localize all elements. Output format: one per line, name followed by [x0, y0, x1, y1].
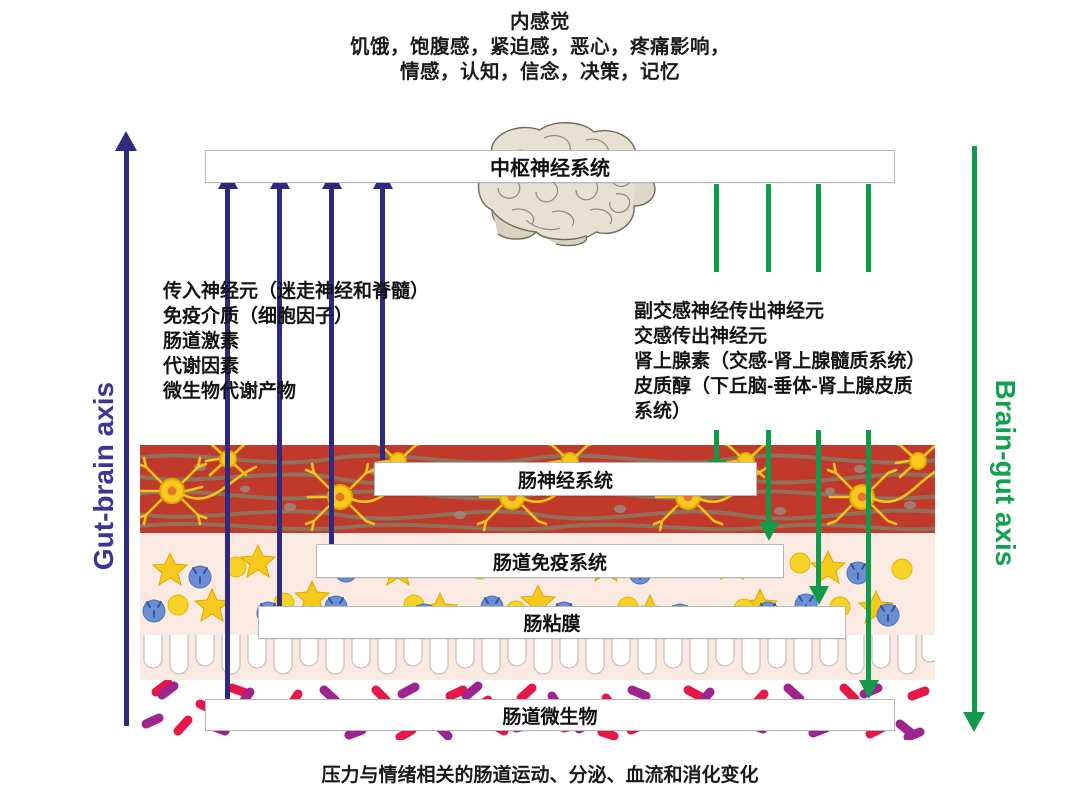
afferent-line-1: 传入神经元（迷走神经和脊髓）	[163, 281, 430, 302]
efferent-arrowhead-3-icon	[809, 586, 829, 605]
efferent-line-2: 交感传出神经元	[634, 326, 768, 347]
efferent-arrow-shaft-4-lower	[866, 430, 871, 682]
brain-gut-axis-arrowhead-icon	[963, 712, 985, 732]
afferent-arrow-shaft-3	[329, 188, 334, 546]
efferent-arrow-shaft-4-upper	[866, 184, 871, 272]
efferent-arrowhead-2-icon	[759, 522, 779, 541]
efferent-line-5: 系统）	[634, 401, 692, 422]
afferent-arrow-shaft-4	[380, 188, 385, 460]
brain-illustration-icon	[477, 122, 656, 247]
gut-mucosa-label-box: 肠粘膜	[258, 606, 846, 639]
efferent-arrow-shaft-1-upper	[714, 184, 719, 272]
efferent-signals-annotation: 副交感神经传出神经元 交感传出神经元 肾上腺素（交感-肾上腺髓质系统） 皮质醇（…	[634, 299, 974, 424]
efferent-arrow-shaft-2-upper	[766, 184, 771, 272]
gut-microbiome-label-box: 肠道微生物	[205, 699, 895, 731]
efferent-arrow-shaft-3-lower	[816, 430, 821, 588]
brain-gut-axis-label: Brain-gut axis	[990, 379, 1021, 567]
efferent-arrow-shaft-2-lower	[766, 430, 771, 524]
efferent-line-1: 副交感神经传出神经元	[634, 301, 825, 322]
gut-brain-axis-arrowhead-icon	[115, 131, 137, 151]
efferent-line-3: 肾上腺素（交感-肾上腺髓质系统）	[634, 351, 926, 372]
bottom-caption: 压力与情绪相关的肠道运动、分泌、血流和消化变化	[321, 765, 759, 786]
cns-label-box: 中枢神经系统	[205, 150, 895, 183]
afferent-line-3: 肠道激素	[163, 331, 240, 352]
interoception-text-block: 内感觉 饥饿，饱腹感，紧迫感，恶心，疼痛影响， 情感，认知，信念，决策，记忆	[0, 10, 1080, 85]
interoception-title: 内感觉	[509, 11, 570, 33]
gut-brain-axis-shaft	[124, 146, 129, 726]
afferent-line-5: 微生物代谢产物	[163, 381, 297, 402]
efferent-arrowhead-4-icon	[859, 680, 879, 699]
brain-gut-axis-shaft	[972, 146, 977, 721]
gut-immune-system-label-box: 肠道免疫系统	[316, 544, 784, 578]
efferent-arrow-shaft-3-upper	[816, 184, 821, 272]
gut-brain-axis-label: Gut-brain axis	[88, 381, 119, 571]
efferent-line-4: 皮质醇（下丘脑-垂体-肾上腺皮质	[634, 376, 913, 397]
afferent-signals-annotation: 传入神经元（迷走神经和脊髓） 免疫介质（细胞因子） 肠道激素 代谢因素 微生物代…	[163, 279, 503, 404]
ens-label-box: 肠神经系统	[374, 462, 757, 496]
afferent-arrow-shaft-1	[225, 188, 230, 703]
efferent-arrow-shaft-1-lower	[714, 430, 719, 462]
afferent-line-4: 代谢因素	[163, 356, 240, 377]
intestinal-villi-layer	[140, 635, 935, 680]
afferent-line-2: 免疫介质（细胞因子）	[163, 306, 354, 327]
interoception-line-2: 饥饿，饱腹感，紧迫感，恶心，疼痛影响，	[349, 36, 730, 58]
interoception-line-3: 情感，认知，信念，决策，记忆	[399, 61, 680, 83]
afferent-arrow-shaft-2	[277, 188, 282, 608]
